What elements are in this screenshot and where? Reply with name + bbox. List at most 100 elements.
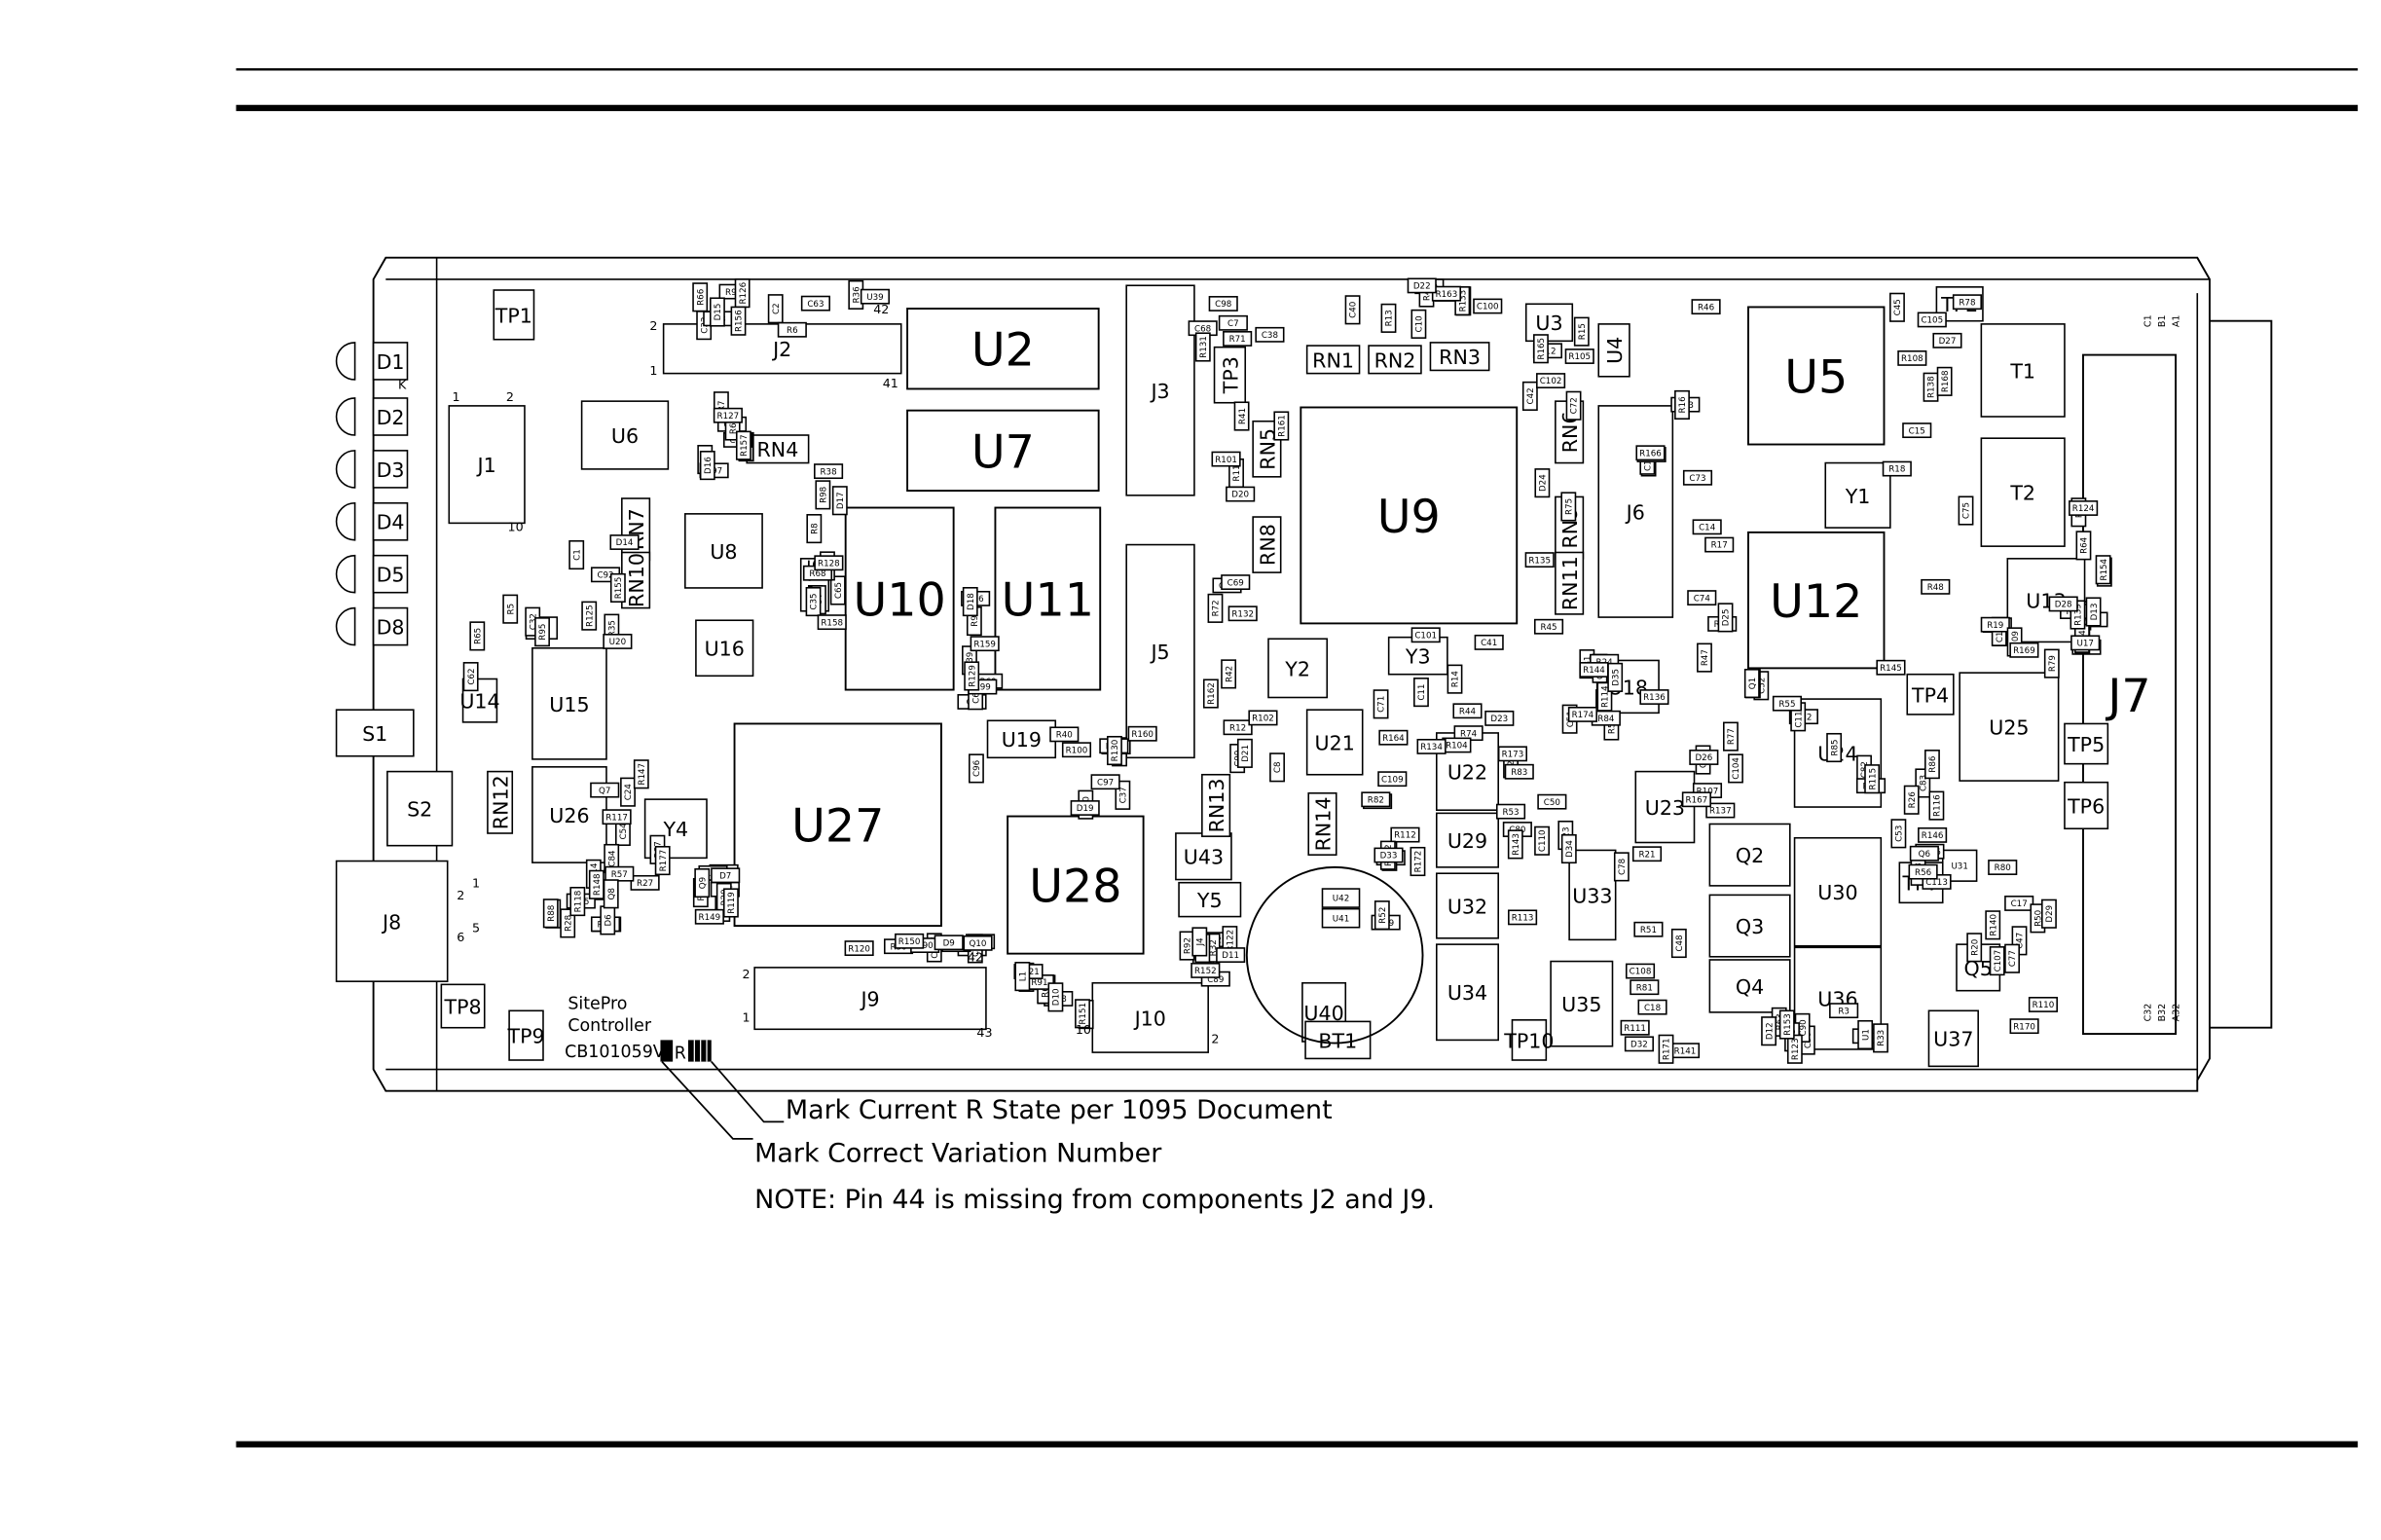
component-d27: D27 xyxy=(1932,332,1962,348)
component-d3: D3 xyxy=(372,450,409,489)
component-label: U25 xyxy=(1989,716,2029,740)
component-r157: R157 xyxy=(735,430,751,460)
component-label: R156 xyxy=(735,310,745,332)
component-label: R46 xyxy=(1698,303,1714,312)
component-rn2: RN2 xyxy=(1368,345,1422,375)
component-label: TP9 xyxy=(506,1025,544,1048)
pin-mark-j2-pin41: 41 xyxy=(883,376,898,390)
component-label: C100 xyxy=(1477,303,1499,312)
component-label: U42 xyxy=(1333,895,1349,904)
component-rn3: RN3 xyxy=(1429,342,1490,372)
component-label: R140 xyxy=(1989,914,1998,936)
component-label: T1 xyxy=(2009,359,2035,383)
component-label: R20 xyxy=(1970,939,1980,956)
component-label: U28 xyxy=(1029,861,1121,914)
small-component-layer: C1C2C3C4C5C6C7C8C10C11C12C13C14C15C16C17… xyxy=(462,277,2112,1064)
component-c109: C109 xyxy=(1377,771,1408,788)
component-label: R13 xyxy=(1385,310,1395,326)
component-r47: R47 xyxy=(1697,642,1712,673)
annotation-notes: Mark Current R State per 1095 Document M… xyxy=(754,1095,1435,1215)
component-r118: R118 xyxy=(569,886,586,917)
component-label: D10 xyxy=(1052,988,1062,1006)
component-label: R32 xyxy=(1209,939,1219,956)
component-label: U17 xyxy=(2076,640,2093,649)
pin-mark-j8-pin2: 2 xyxy=(457,888,464,902)
component-r158: R158 xyxy=(817,614,847,631)
component-label: R122 xyxy=(1227,930,1236,952)
component-label: R85 xyxy=(1830,739,1840,755)
component-label: TP5 xyxy=(2067,733,2105,756)
component-label: C75 xyxy=(1962,502,1972,519)
component-label: R139 xyxy=(2074,604,2084,626)
led-lenses xyxy=(335,342,356,646)
component-label: J3 xyxy=(1149,380,1169,403)
component-label: R162 xyxy=(1207,682,1217,705)
component-c42: C42 xyxy=(1521,381,1538,411)
component-d33: D33 xyxy=(1374,847,1404,863)
component-u3: U3 xyxy=(1524,303,1574,343)
component-c96: C96 xyxy=(969,753,984,784)
component-label: C92 xyxy=(597,570,613,580)
component-label: U41 xyxy=(1333,914,1349,924)
component-label: R26 xyxy=(1908,791,1918,808)
component-label: R67 xyxy=(729,418,739,434)
component-label: R147 xyxy=(638,763,647,786)
component-label: R165 xyxy=(1537,338,1547,360)
component-u23: U23 xyxy=(1634,770,1696,844)
component-label: U16 xyxy=(705,638,745,661)
component-r65: R65 xyxy=(469,621,486,651)
pin-mark-j9-pin1: 1 xyxy=(742,1009,750,1024)
component-c71: C71 xyxy=(1373,689,1389,719)
component-label: D4 xyxy=(377,511,405,534)
component-label: C84 xyxy=(607,850,617,867)
component-u29: U29 xyxy=(1436,812,1499,868)
component-r152: R152 xyxy=(1190,962,1221,978)
component-label: C77 xyxy=(2008,950,2018,967)
component-r119: R119 xyxy=(722,888,739,918)
component-label: R50 xyxy=(2034,910,2044,927)
component-label: R112 xyxy=(1394,831,1416,841)
component-label: U39 xyxy=(866,293,883,303)
component-u5: U5 xyxy=(1747,306,1886,446)
component-label: Q3 xyxy=(1736,915,1764,938)
component-r131: R131 xyxy=(1194,332,1211,362)
component-c100: C100 xyxy=(1473,298,1503,314)
component-label: R119 xyxy=(727,892,737,914)
component-r160: R160 xyxy=(1127,725,1157,742)
component-u8: U8 xyxy=(684,513,763,589)
silkscreen-line-2: Controller xyxy=(568,1016,652,1036)
component-label: C110 xyxy=(1538,829,1548,852)
component-r135: R135 xyxy=(1524,552,1555,568)
component-label: RN1 xyxy=(1312,348,1354,372)
component-u6: U6 xyxy=(580,400,670,470)
component-d2: D2 xyxy=(372,397,409,436)
component-label: R36 xyxy=(852,286,861,303)
component-r115: R115 xyxy=(1864,764,1881,794)
component-r41: R41 xyxy=(1233,401,1250,431)
component-j3: J3 xyxy=(1125,284,1195,496)
component-label: R72 xyxy=(1212,600,1222,616)
component-label: R52 xyxy=(1378,907,1388,924)
component-label: U23 xyxy=(1645,796,1685,820)
component-label: R42 xyxy=(1225,666,1234,682)
component-r164: R164 xyxy=(1378,729,1409,746)
component-d34: D34 xyxy=(1560,833,1577,864)
component-u15: U15 xyxy=(531,646,607,760)
component-label: R124 xyxy=(2072,504,2095,514)
component-r177: R177 xyxy=(654,845,671,876)
component-label: R173 xyxy=(1502,751,1524,760)
component-label: R66 xyxy=(696,289,706,306)
component-q6: Q6 xyxy=(1909,845,1939,862)
board-outline xyxy=(372,256,2273,1092)
component-label: R82 xyxy=(1368,795,1384,805)
component-c63: C63 xyxy=(800,295,830,312)
component-d32: D32 xyxy=(1624,1036,1654,1052)
component-label: R132 xyxy=(1231,609,1254,619)
component-label: D35 xyxy=(1611,669,1621,686)
component-label: R53 xyxy=(1502,808,1519,818)
pin-mark-j7-b32: B32 xyxy=(2157,1004,2168,1022)
component-label: D32 xyxy=(1630,1041,1648,1050)
component-label: R3 xyxy=(1838,1007,1850,1016)
component-label: R104 xyxy=(1446,742,1468,752)
